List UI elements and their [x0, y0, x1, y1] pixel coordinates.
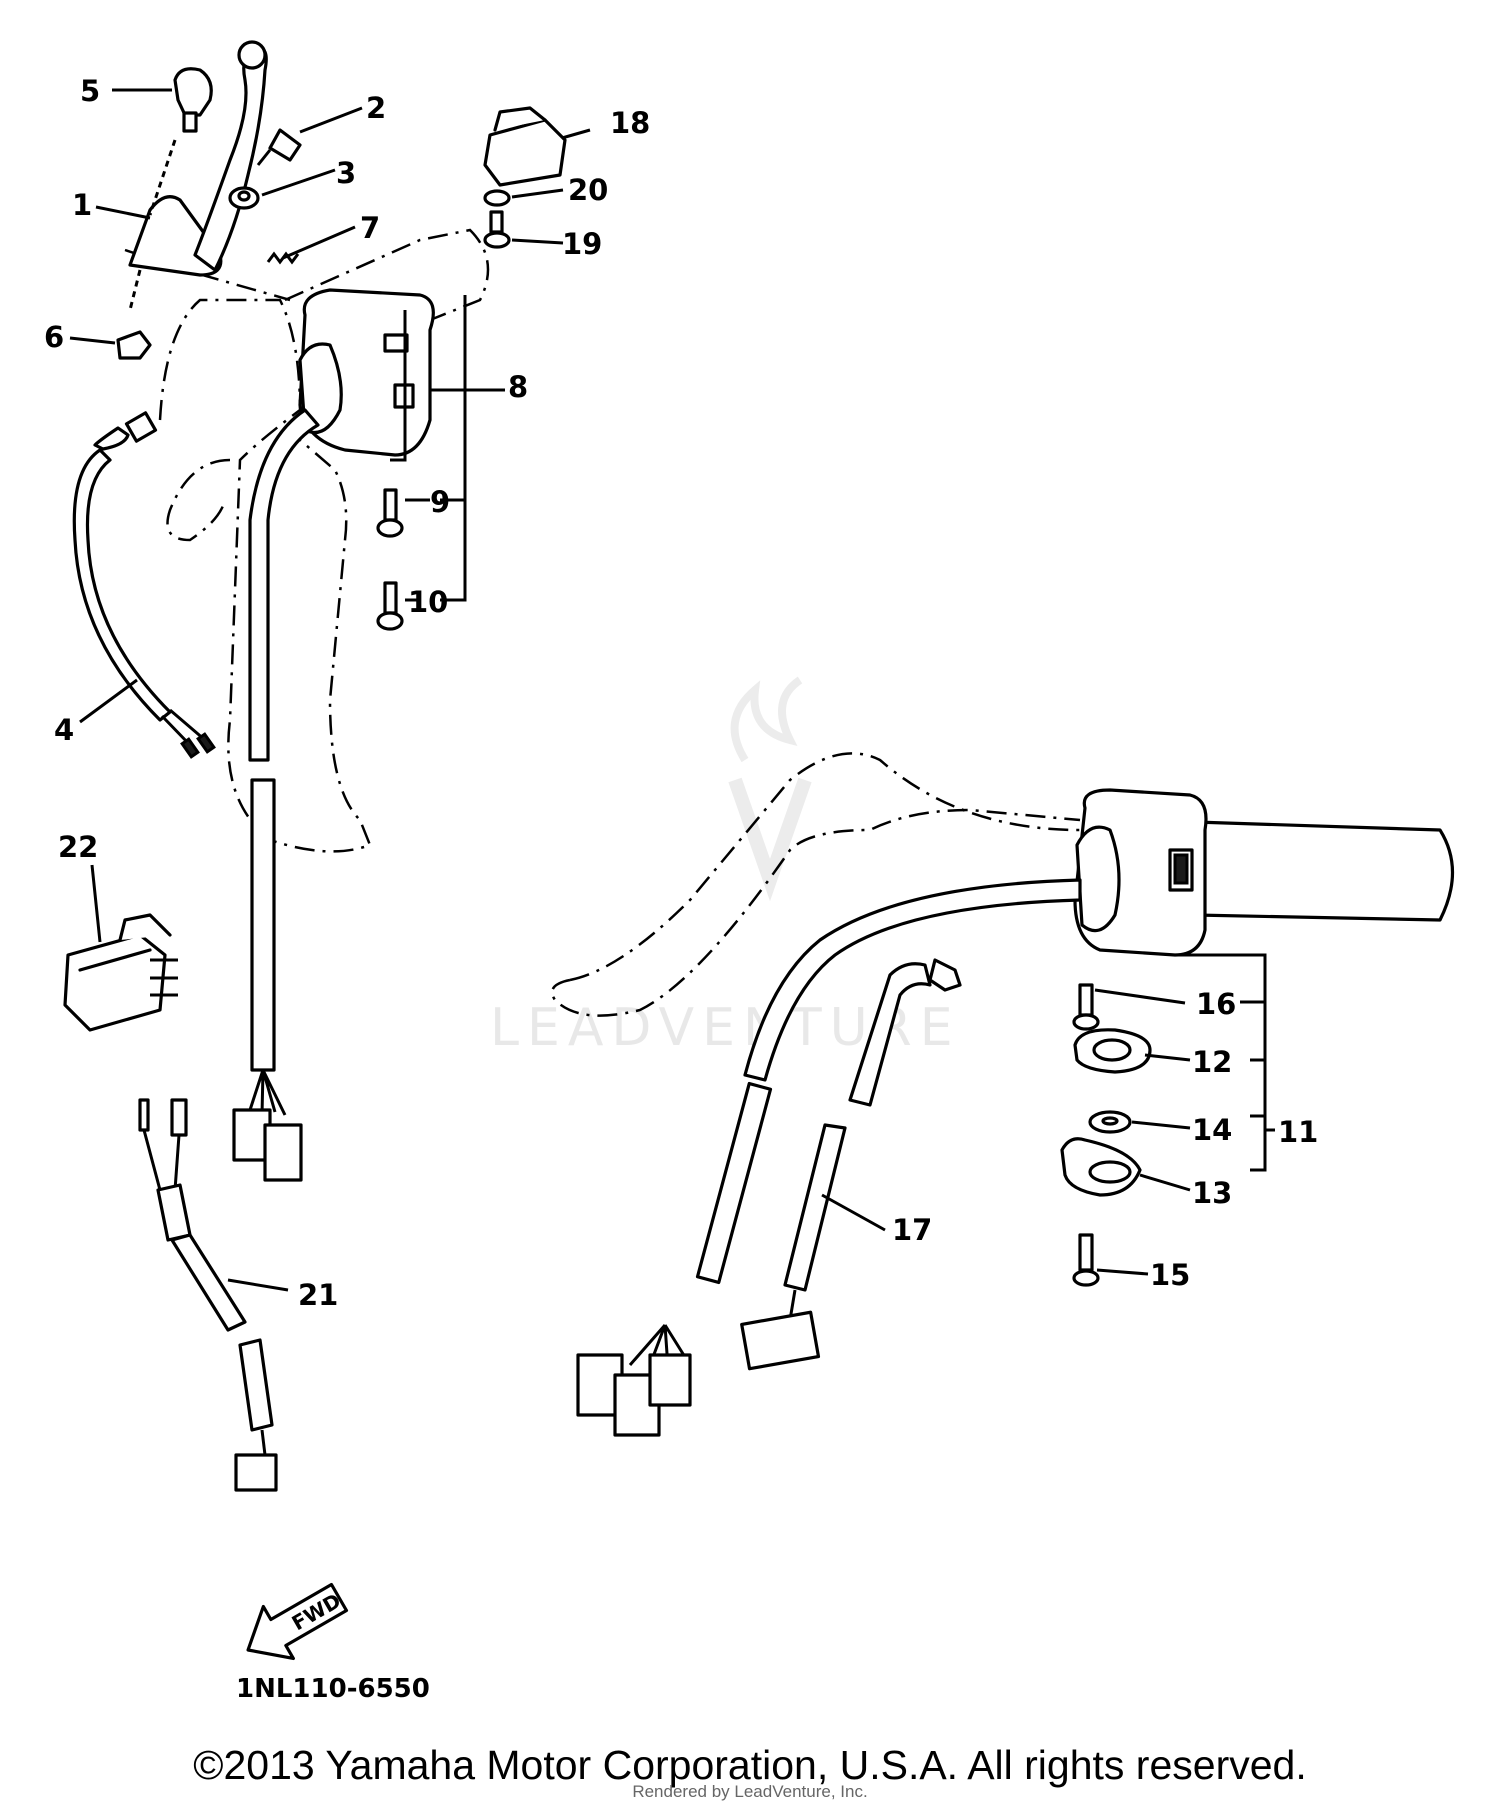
screw-9	[383, 488, 398, 522]
callout-20: 20	[568, 173, 608, 207]
left-switch-wire	[248, 408, 320, 762]
callout-19: 19	[562, 227, 602, 261]
switch-button-icon	[383, 333, 409, 353]
screw	[268, 128, 302, 162]
right-switch-wire	[743, 878, 1082, 1082]
screw-16	[1078, 983, 1094, 1017]
callout-2: 2	[366, 91, 386, 125]
callout-numbers: 5 2 3 1 7 6 18 20 19 8 9 10 4 22 21 16 1…	[44, 74, 1318, 1312]
left-handlebar-assembly	[72, 40, 490, 1182]
wire-lead-connector	[234, 1453, 278, 1492]
lead-17-connector	[740, 1310, 821, 1371]
relay-assembly	[483, 106, 567, 249]
throttle-grip	[1193, 820, 1455, 922]
callout-leaders	[69, 88, 1275, 1292]
screw-10	[383, 581, 398, 615]
callout-4: 4	[54, 713, 74, 747]
renderer-credit: Rendered by LeadVenture, Inc.	[632, 1782, 868, 1801]
lead-17	[848, 962, 932, 1107]
relay-18	[483, 118, 567, 187]
callout-11: 11	[1278, 1115, 1318, 1149]
callout-13: 13	[1192, 1176, 1232, 1210]
right-connector-c	[648, 1353, 692, 1407]
callout-3: 3	[336, 156, 356, 190]
callout-21: 21	[298, 1278, 338, 1312]
bolt-19	[489, 210, 504, 234]
choke-knob	[173, 67, 213, 117]
callout-6: 6	[44, 320, 64, 354]
callout-16: 16	[1196, 987, 1236, 1021]
right-switch-wire-sleeve	[695, 1081, 773, 1285]
left-connector-b	[263, 1123, 303, 1182]
clutch-switch-cable	[72, 448, 172, 722]
copyright-notice: ©2013 Yamaha Motor Corporation, U.S.A. A…	[193, 1742, 1307, 1788]
callout-12: 12	[1192, 1045, 1232, 1079]
callout-22: 22	[58, 830, 98, 864]
callout-9: 9	[430, 485, 450, 519]
lock-nut	[116, 330, 152, 360]
wire-lead-21	[138, 1098, 278, 1492]
callout-1: 1	[72, 188, 92, 222]
callout-7: 7	[360, 211, 380, 245]
clutch-switch	[124, 411, 158, 443]
washer-20	[483, 189, 511, 207]
callout-15: 15	[1150, 1258, 1190, 1292]
left-handlebar-outline	[158, 298, 372, 853]
callout-10: 10	[408, 585, 448, 619]
callout-8: 8	[508, 370, 528, 404]
callout-17: 17	[892, 1213, 932, 1247]
callout-18: 18	[610, 106, 650, 140]
left-switch-wire-sleeve	[250, 778, 276, 1072]
forward-direction-arrow: FWD	[246, 1582, 349, 1661]
callout-14: 14	[1192, 1113, 1232, 1147]
relay-22	[63, 913, 178, 1032]
drawing-code: 1NL110-6550	[236, 1674, 430, 1704]
right-handlebar-assembly	[550, 752, 1455, 1437]
screw-15	[1078, 1233, 1094, 1272]
right-handlebar-outline	[550, 808, 1081, 1017]
callout-5: 5	[80, 74, 100, 108]
